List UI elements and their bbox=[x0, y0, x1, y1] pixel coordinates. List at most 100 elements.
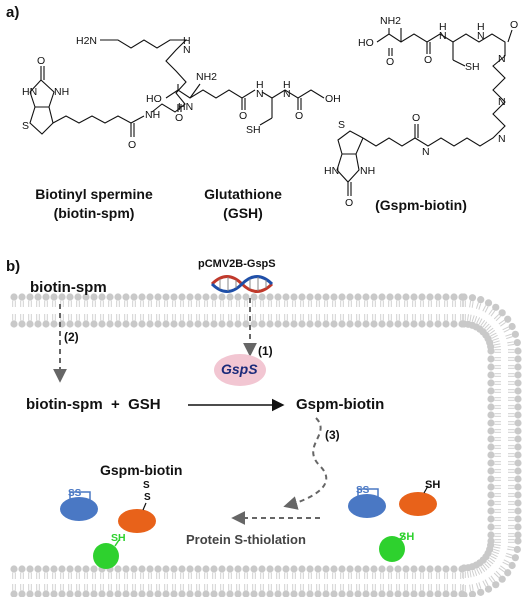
lipid-head bbox=[130, 590, 138, 597]
lipid-tail bbox=[494, 346, 501, 349]
lipid-head bbox=[266, 293, 274, 301]
lipid-head bbox=[250, 320, 258, 328]
lipid-head bbox=[122, 565, 130, 573]
atom-label: N bbox=[498, 133, 506, 145]
lipid-tail bbox=[482, 321, 488, 328]
lipid-head bbox=[460, 591, 468, 597]
lipid-head bbox=[514, 355, 522, 363]
lipid-head bbox=[468, 294, 477, 302]
lipid-tail bbox=[476, 317, 481, 324]
lipid-head bbox=[66, 565, 74, 573]
lipid-head bbox=[460, 293, 468, 301]
lipid-head bbox=[314, 590, 322, 597]
lipid-head bbox=[90, 293, 98, 301]
lipid-head bbox=[514, 523, 522, 531]
lipid-head bbox=[202, 320, 210, 328]
lipid-head bbox=[487, 435, 495, 443]
lipid-head bbox=[314, 565, 322, 573]
lipid-head bbox=[418, 565, 426, 573]
lipid-head bbox=[487, 371, 495, 379]
atom-label: HN bbox=[324, 165, 339, 177]
lipid-tail bbox=[491, 334, 498, 339]
lipid-head bbox=[450, 320, 458, 328]
lipid-head bbox=[487, 475, 495, 483]
lipid-head bbox=[162, 320, 170, 328]
lipid-head bbox=[426, 590, 434, 597]
lipid-head bbox=[354, 320, 362, 328]
lipid-head bbox=[242, 590, 250, 597]
lipid-head bbox=[386, 320, 394, 328]
lipid-head bbox=[314, 320, 322, 328]
lipid-head bbox=[402, 320, 410, 328]
molecule-name-line: Glutathione bbox=[204, 186, 282, 202]
lipid-head bbox=[98, 293, 106, 301]
protein-blue-left bbox=[60, 497, 98, 521]
lipid-head bbox=[114, 590, 122, 597]
lipid-tail bbox=[507, 548, 514, 551]
lipid-tail bbox=[506, 336, 513, 340]
lipid-head bbox=[477, 588, 485, 596]
lipid-head bbox=[130, 320, 138, 328]
lipid-head bbox=[394, 590, 402, 597]
lipid-tail bbox=[469, 300, 472, 308]
lipid-head bbox=[487, 427, 495, 435]
plasmid-label: pCMV2B-GspS bbox=[198, 258, 276, 270]
lipid-head bbox=[484, 585, 493, 593]
lipid-head bbox=[386, 565, 394, 573]
lipid-head bbox=[242, 293, 250, 301]
lipid-head bbox=[487, 443, 495, 451]
lipid-tail bbox=[484, 323, 490, 329]
lipid-head bbox=[330, 590, 338, 597]
lipid-head bbox=[162, 590, 170, 597]
lipid-head bbox=[362, 293, 370, 301]
lipid-head bbox=[487, 379, 495, 387]
lipid-head bbox=[66, 320, 74, 328]
lipid-head bbox=[487, 355, 495, 363]
atom-label: O bbox=[175, 112, 183, 124]
lipid-head bbox=[202, 293, 210, 301]
lipid-head bbox=[266, 590, 274, 597]
lipid-head bbox=[242, 565, 250, 573]
lipid-head bbox=[290, 590, 298, 597]
lipid-tail bbox=[474, 569, 478, 576]
lipid-head bbox=[50, 320, 58, 328]
lipid-head bbox=[442, 565, 450, 573]
lipid-tail bbox=[495, 315, 501, 322]
lipid-tail bbox=[503, 559, 510, 564]
molecule-name-line: (biotin-spm) bbox=[53, 205, 135, 221]
lipid-head bbox=[450, 293, 458, 301]
lipid-head bbox=[106, 320, 114, 328]
lipid-tail bbox=[484, 563, 490, 569]
lipid-head bbox=[210, 293, 218, 301]
atom-label: O bbox=[37, 55, 45, 67]
lipid-head bbox=[322, 590, 330, 597]
lipid-head bbox=[18, 565, 26, 573]
lipid-tail bbox=[482, 580, 487, 587]
lipid-head bbox=[513, 338, 521, 347]
atom-label: S bbox=[338, 119, 345, 131]
lipid-tail bbox=[471, 584, 474, 591]
lipid-head bbox=[370, 293, 378, 301]
lipid-head bbox=[162, 565, 170, 573]
lipid-head bbox=[514, 427, 522, 435]
protein-s-thiolation-label: Protein S-thiolation bbox=[186, 532, 306, 547]
disulfide-loop-right bbox=[357, 488, 379, 497]
atom-label: HN bbox=[22, 86, 37, 98]
lipid-head bbox=[42, 565, 50, 573]
lipid-head bbox=[514, 483, 522, 491]
lipid-tail bbox=[493, 343, 501, 346]
lipid-head bbox=[442, 590, 450, 597]
lipid-tail bbox=[492, 551, 499, 555]
lipid-head bbox=[378, 293, 386, 301]
lipid-head bbox=[498, 309, 506, 317]
lipid-tail bbox=[505, 555, 512, 559]
lipid-head bbox=[50, 293, 58, 301]
s-atom-top: S bbox=[143, 480, 150, 491]
lipid-head bbox=[10, 293, 18, 301]
molecule-name-line: (GSH) bbox=[223, 205, 263, 221]
atom-label: N bbox=[439, 30, 447, 42]
lipid-head bbox=[477, 296, 485, 304]
lipid-tail bbox=[476, 568, 481, 575]
atom-label: N bbox=[477, 30, 485, 42]
protein-green-right bbox=[379, 536, 405, 562]
